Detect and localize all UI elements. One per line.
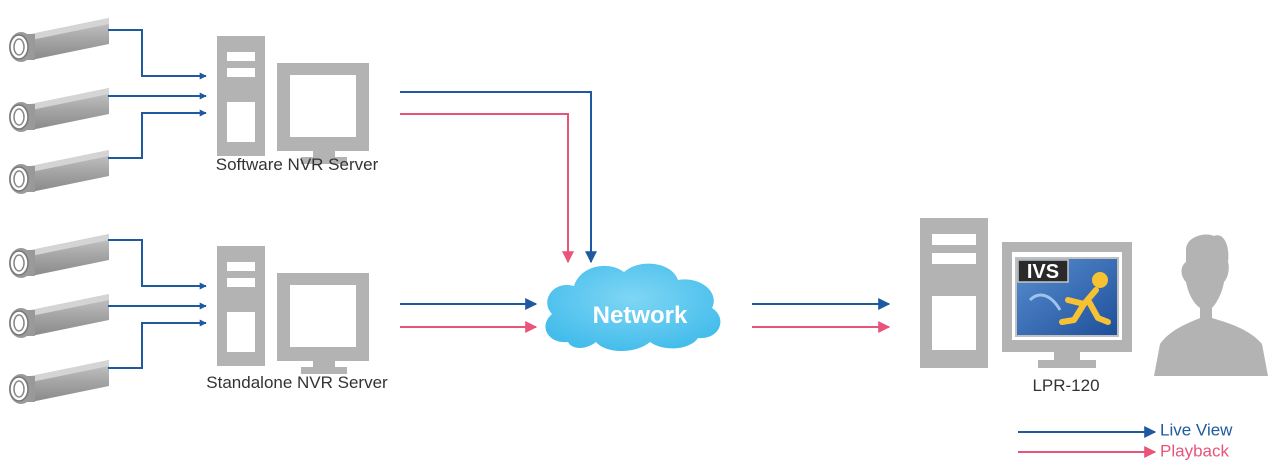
camera-icon	[8, 17, 110, 63]
ivs-logo-text: IVS	[1027, 261, 1059, 283]
legend-playback-label: Playback	[1160, 441, 1229, 460]
legend-live-view-label: Live View	[1160, 420, 1233, 439]
software-nvr-server	[217, 36, 369, 164]
person-icon	[1154, 234, 1268, 376]
legend: Live View Playback	[1018, 420, 1233, 460]
camera-icon	[8, 87, 110, 133]
live-view-arrow-software	[400, 91, 597, 264]
network-label: Network	[593, 302, 688, 329]
playback-arrow-software	[400, 113, 574, 264]
network-cloud: Network	[545, 263, 721, 351]
camera-icon	[8, 293, 110, 339]
camera-icon	[8, 149, 110, 195]
camera-icon	[8, 359, 110, 405]
software-nvr-label: Software NVR Server	[216, 155, 379, 174]
camera-icon	[8, 233, 110, 279]
camera-connections-software	[108, 29, 207, 159]
lpr-label: LPR-120	[1032, 376, 1099, 395]
ivs-logo-icon: IVS	[1015, 257, 1119, 337]
standalone-nvr-server	[217, 246, 369, 374]
standalone-nvr-label: Standalone NVR Server	[206, 373, 388, 392]
camera-connections-standalone	[108, 239, 207, 369]
